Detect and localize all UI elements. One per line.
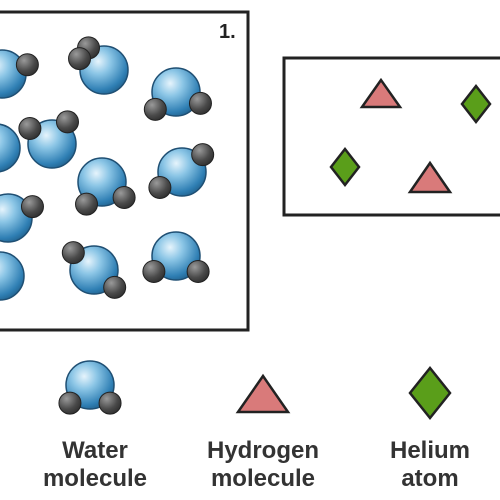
hydrogen-atom <box>98 391 122 415</box>
panel-2-frame <box>282 56 500 217</box>
panel-gases <box>282 56 500 217</box>
helium-atom <box>329 146 361 188</box>
oxygen-atom <box>0 123 21 173</box>
panel-water: 1. <box>0 10 250 332</box>
legend-hydrogen-molecule <box>235 373 291 414</box>
hydrogen-atom <box>68 47 92 71</box>
hydrogen-atom <box>148 175 172 199</box>
hydrogen-atom <box>186 259 210 283</box>
legend-hydrogen-line1: Hydrogen <box>206 437 319 464</box>
helium-atom <box>460 83 492 125</box>
water-molecule <box>142 231 210 283</box>
hydrogen-atom <box>142 259 166 283</box>
legend-label-water: Water molecule <box>30 437 160 493</box>
legend-water-molecule <box>58 360 122 415</box>
water-molecule <box>18 110 79 169</box>
water-molecule <box>0 123 21 173</box>
hydrogen-atom <box>20 195 44 219</box>
hydrogen-atom <box>61 241 85 265</box>
legend-water-line2: molecule <box>42 465 148 492</box>
hydrogen-atom <box>75 192 99 216</box>
water-molecule <box>75 157 136 216</box>
legend-label-hydrogen: Hydrogen molecule <box>192 437 334 493</box>
legend-label-helium: Helium atom <box>372 437 488 493</box>
oxygen-atom <box>0 251 25 301</box>
hydrogen-atom <box>55 110 79 134</box>
water-molecule <box>68 36 129 95</box>
hydrogen-molecule <box>407 160 453 194</box>
legend-hydrogen-line2: molecule <box>210 465 316 492</box>
hydrogen-atom <box>58 391 82 415</box>
water-molecule <box>61 241 127 299</box>
hydrogen-atom <box>18 117 42 141</box>
water-molecule <box>58 360 122 415</box>
panel-number: 1. <box>219 21 236 43</box>
legend-water-line1: Water <box>62 437 128 464</box>
hydrogen-atom <box>15 53 39 77</box>
water-molecule <box>143 67 212 121</box>
hydrogen-atom <box>112 185 136 209</box>
hydrogen-molecule <box>359 77 403 109</box>
water-molecule <box>0 49 39 99</box>
hydrogen-atom <box>191 143 215 167</box>
water-molecule <box>0 193 44 243</box>
hydrogen-atom <box>143 97 167 121</box>
legend-helium-line1: Helium <box>389 437 470 464</box>
hydrogen-atom <box>188 91 212 115</box>
legend-helium-line2: atom <box>401 465 459 492</box>
water-molecule <box>148 143 215 199</box>
hydrogen-atom <box>103 275 127 299</box>
water-molecule <box>0 251 25 301</box>
water-molecules <box>0 36 215 301</box>
legend-helium-atom <box>408 365 452 421</box>
